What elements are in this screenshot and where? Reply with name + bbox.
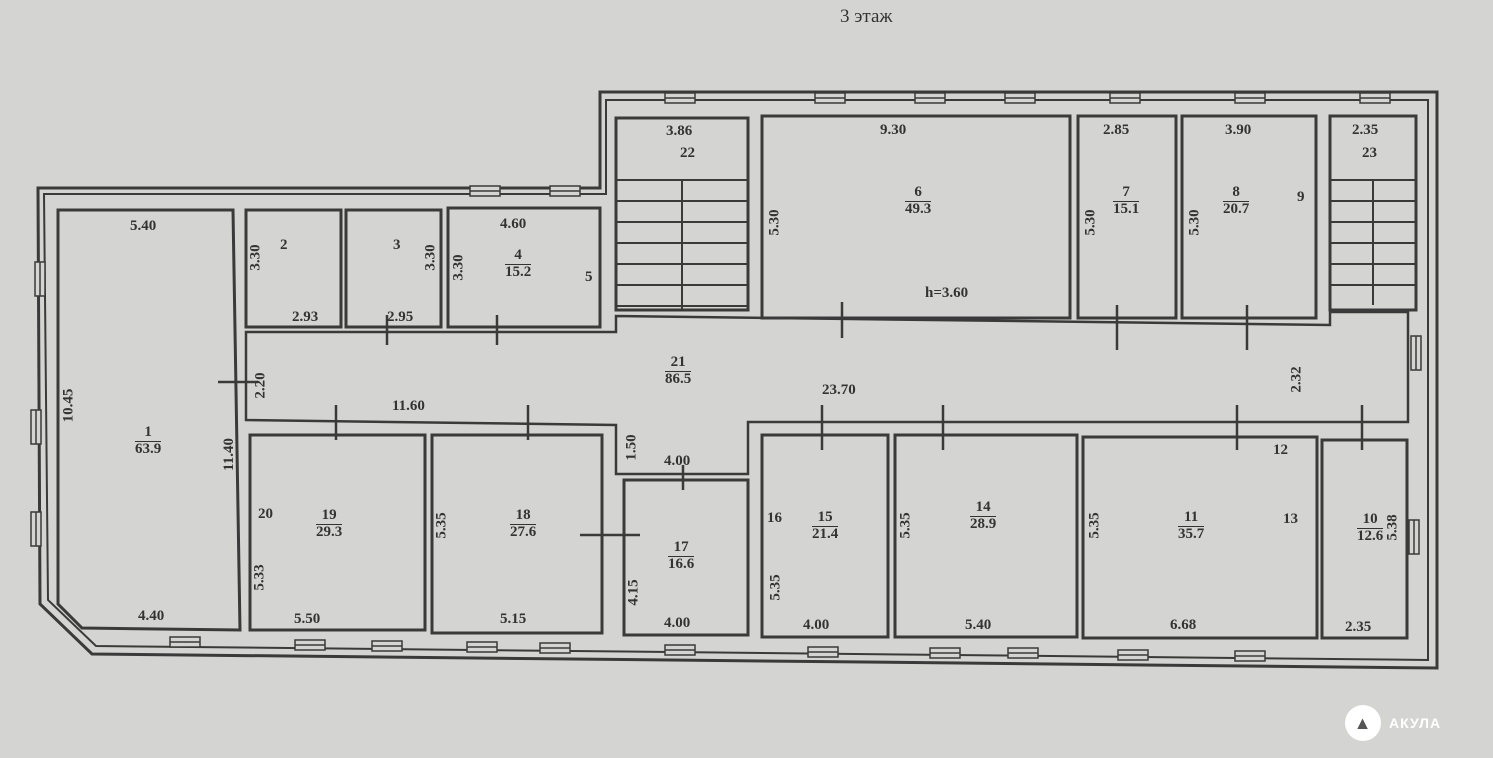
room-number-3: 3 bbox=[393, 237, 401, 253]
room-6 bbox=[760, 114, 1072, 320]
room-7 bbox=[1076, 114, 1178, 320]
room-number-12: 12 bbox=[1273, 442, 1288, 458]
room-3 bbox=[344, 208, 443, 329]
room-1 bbox=[56, 208, 242, 632]
room-23-stairs bbox=[1328, 114, 1418, 312]
dim-r23-w: 2.35 bbox=[1352, 122, 1379, 138]
dim-r2-h: 3.30 bbox=[247, 244, 264, 271]
dim-r1-right: 11.40 bbox=[220, 438, 237, 471]
dim-r14-w: 5.40 bbox=[965, 617, 992, 633]
dim-r4-h: 3.30 bbox=[450, 254, 467, 281]
outer-wall bbox=[36, 90, 1439, 670]
dim-r7-h: 5.30 bbox=[1082, 209, 1099, 236]
room-15 bbox=[760, 433, 890, 639]
dim-r19-w: 5.50 bbox=[294, 611, 321, 627]
dim-r22-w: 3.86 bbox=[666, 123, 693, 139]
room-number-20: 20 bbox=[258, 506, 273, 522]
dim-r17-h: 4.15 bbox=[625, 579, 642, 606]
dim-r18-h: 5.35 bbox=[433, 512, 450, 539]
dim-corr-h: 2.20 bbox=[252, 372, 269, 399]
shark-logo-icon: ▲ bbox=[1345, 705, 1381, 741]
watermark-logo: ▲ АКУЛА bbox=[1345, 705, 1441, 741]
dim-r6-w: 9.30 bbox=[880, 122, 907, 138]
dim-corr-h3: 1.50 bbox=[623, 434, 640, 461]
dim-r14-h: 5.35 bbox=[897, 512, 914, 539]
room-2 bbox=[244, 208, 343, 329]
dim-r10-h: 5.38 bbox=[1384, 514, 1401, 541]
floor-title: 3 этаж bbox=[840, 6, 893, 27]
dim-r10-w: 2.35 bbox=[1345, 619, 1372, 635]
room-number-2: 2 bbox=[280, 237, 288, 253]
dim-r19-h: 5.33 bbox=[251, 564, 268, 591]
dim-r1-bottom: 4.40 bbox=[138, 608, 165, 624]
dim-r4-w: 4.60 bbox=[500, 216, 527, 232]
dim-r15-h: 5.35 bbox=[767, 574, 784, 601]
room-8 bbox=[1180, 114, 1318, 320]
corridor-21 bbox=[244, 310, 1410, 476]
room-number-9: 9 bbox=[1297, 189, 1305, 205]
dim-r11-h: 5.35 bbox=[1086, 512, 1103, 539]
dim-r8-h: 5.30 bbox=[1186, 209, 1203, 236]
dim-r15-w: 4.00 bbox=[803, 617, 830, 633]
dim-corr-w2: 23.70 bbox=[822, 382, 856, 398]
room-number-23: 23 bbox=[1362, 145, 1377, 161]
dim-r18-w: 5.15 bbox=[500, 611, 527, 627]
room-number-5: 5 bbox=[585, 269, 593, 285]
room-17 bbox=[622, 478, 750, 637]
dim-r2-w: 2.93 bbox=[292, 309, 319, 325]
room-11 bbox=[1081, 435, 1319, 640]
dim-r8-w: 3.90 bbox=[1225, 122, 1252, 138]
dim-r17-w: 4.00 bbox=[664, 615, 691, 631]
dim-r3-w: 2.95 bbox=[387, 309, 414, 325]
ceiling-height: h=3.60 bbox=[925, 285, 969, 301]
dim-r1-side: 10.45 bbox=[60, 388, 77, 423]
room-19 bbox=[248, 433, 427, 632]
dim-corr-w1: 11.60 bbox=[392, 398, 425, 414]
room-10 bbox=[1320, 438, 1409, 640]
room-14 bbox=[893, 433, 1079, 639]
dim-corr-w3: 4.00 bbox=[664, 453, 691, 469]
inner-wall bbox=[42, 99, 1429, 662]
dim-r7-w: 2.85 bbox=[1103, 122, 1130, 138]
room-4 bbox=[446, 206, 602, 329]
room-number-22: 22 bbox=[680, 145, 695, 161]
dim-r3-h: 3.30 bbox=[422, 244, 439, 271]
dim-r1-top: 5.40 bbox=[130, 218, 157, 234]
dim-r6-h: 5.30 bbox=[766, 209, 783, 236]
room-number-16: 16 bbox=[767, 510, 782, 526]
dim-corr-h2: 2.32 bbox=[1288, 366, 1305, 393]
dim-r11-w: 6.68 bbox=[1170, 617, 1197, 633]
logo-text: АКУЛА bbox=[1389, 715, 1442, 731]
room-number-13: 13 bbox=[1283, 511, 1298, 527]
